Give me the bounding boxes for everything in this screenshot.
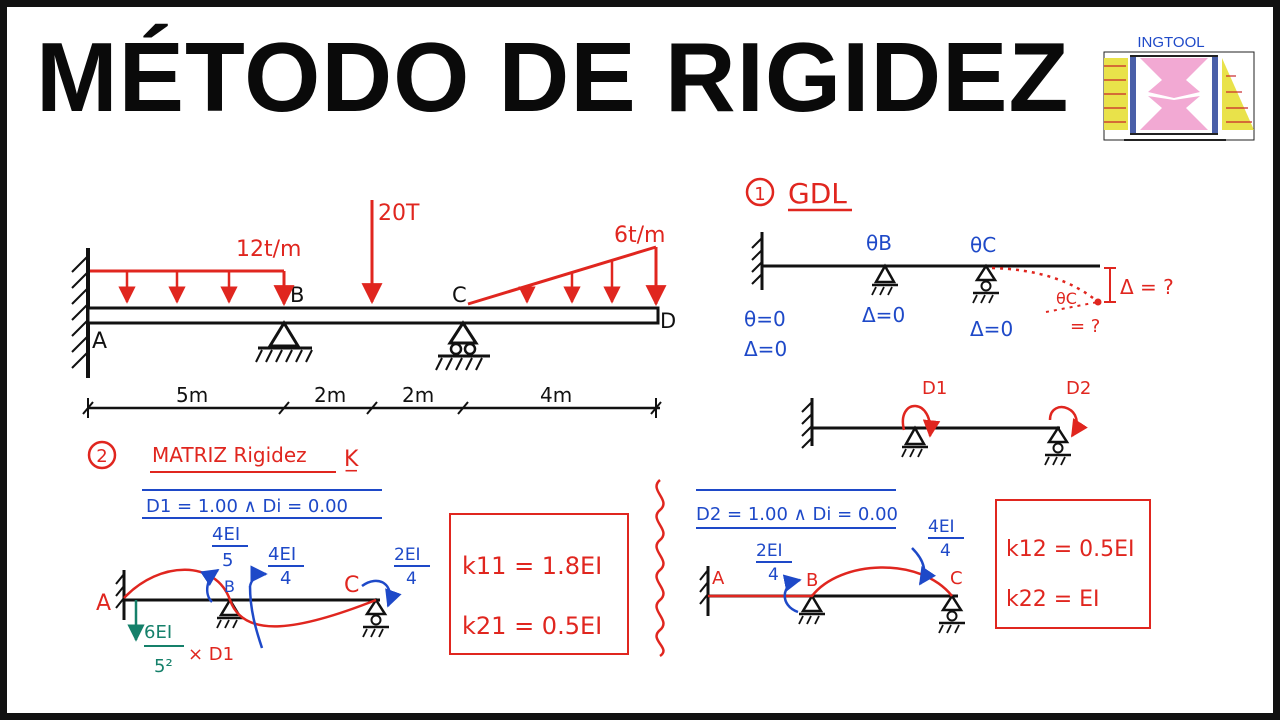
case1-m3-num: 2EI xyxy=(394,545,421,565)
case2-node-b: B xyxy=(806,570,818,591)
point-load: 20T xyxy=(361,200,420,305)
span-label-load-c: 2m xyxy=(402,383,434,407)
theta-c-label: θC xyxy=(970,233,996,257)
k12-value: k12 = 0.5EI xyxy=(1006,537,1135,562)
step1-title: GDL xyxy=(788,177,847,210)
support-c-delta: Δ=0 xyxy=(970,317,1013,341)
case1-m1-den: 5 xyxy=(222,550,233,571)
pin-support-b xyxy=(267,320,301,348)
case2-m1-den: 4 xyxy=(768,565,779,585)
node-c-label: C xyxy=(452,283,467,307)
page-title: MÉTODO DE RIGIDEZ xyxy=(36,22,1070,132)
distributed-load: 12t/m xyxy=(90,237,301,307)
theta-c-tip-value: = ? xyxy=(1070,316,1100,337)
case1-m3-den: 4 xyxy=(406,569,417,589)
case2-result-box xyxy=(995,499,1151,629)
k21-value: k21 = 0.5EI xyxy=(462,612,602,640)
case2-node-c: C xyxy=(950,568,963,589)
step2-number: 2 xyxy=(96,446,107,467)
node-b-label: B xyxy=(290,283,304,307)
step1-gdl: 1 GDL θB θC θC = ? Δ = ? θ=0 Δ=0 Δ=0 Δ=0 xyxy=(744,177,1174,466)
theta-c-tip-label: θC xyxy=(1056,289,1077,308)
case1-node-c: C xyxy=(344,573,359,598)
main-beam-diagram: A B C D 12t/m 20T 6t/m xyxy=(71,200,676,418)
case1-m2-num: 4EI xyxy=(268,544,296,565)
case2-m2-den: 4 xyxy=(940,541,951,561)
span-label-b-load: 2m xyxy=(314,383,346,407)
case1-diagram: D1 = 1.00 ∧ Di = 0.00 A B C 4EI 5 4EI 4 … xyxy=(96,489,629,677)
span-label-cd: 4m xyxy=(540,383,572,407)
case1-result-box xyxy=(449,513,629,655)
triangular-load-label: 6t/m xyxy=(614,223,665,248)
span-label-ab: 5m xyxy=(176,383,208,407)
ingtool-logo-text: INGTOOL xyxy=(1137,34,1205,51)
case1-node-a: A xyxy=(96,591,111,616)
case1-shear-num: 6EI xyxy=(144,622,172,643)
k22-value: k22 = EI xyxy=(1006,587,1100,612)
case1-m1-num: 4EI xyxy=(212,524,240,545)
section-divider xyxy=(655,479,665,658)
roller-support-c xyxy=(447,320,479,345)
node-a-label: A xyxy=(92,329,107,354)
node-d-label: D xyxy=(660,309,676,333)
step1-number: 1 xyxy=(754,184,765,205)
delta-tip-label: Δ = ? xyxy=(1120,275,1174,299)
distributed-load-label: 12t/m xyxy=(236,237,301,262)
case1-shear-den: 5² xyxy=(154,656,173,677)
case2-header: D2 = 1.00 ∧ Di = 0.00 xyxy=(696,504,898,525)
dof-d2-label: D2 xyxy=(1066,378,1091,399)
case1-m2-den: 4 xyxy=(280,568,291,589)
case2-node-a: A xyxy=(712,568,725,589)
case1-shear-times: × D1 xyxy=(188,644,234,665)
case2-m1-num: 2EI xyxy=(756,541,783,561)
ingtool-logo xyxy=(1103,51,1255,141)
beam-member xyxy=(86,306,660,325)
case2-m2-num: 4EI xyxy=(928,517,955,537)
point-load-label: 20T xyxy=(378,201,420,226)
support-a-theta: θ=0 xyxy=(744,307,786,331)
theta-b-label: θB xyxy=(866,231,892,255)
case2-diagram: D2 = 1.00 ∧ Di = 0.00 A B C 2EI 4 4EI 4 … xyxy=(696,489,1151,634)
case1-header: D1 = 1.00 ∧ Di = 0.00 xyxy=(146,496,348,517)
support-a-delta: Δ=0 xyxy=(744,337,787,361)
k11-value: k11 = 1.8EI xyxy=(462,552,602,580)
support-b-delta: Δ=0 xyxy=(862,303,905,327)
step2-heading: 2 MATRIZ Rigidez K̲ xyxy=(87,440,359,473)
case1-node-b: B xyxy=(224,577,235,596)
span-dimensions: 5m 2m 2m 4m xyxy=(82,383,662,418)
stiffness-symbol: K̲ xyxy=(344,447,359,472)
dof-d1-label: D1 xyxy=(922,378,947,399)
triangular-load: 6t/m xyxy=(467,223,667,307)
step2-title: MATRIZ Rigidez xyxy=(152,443,307,467)
